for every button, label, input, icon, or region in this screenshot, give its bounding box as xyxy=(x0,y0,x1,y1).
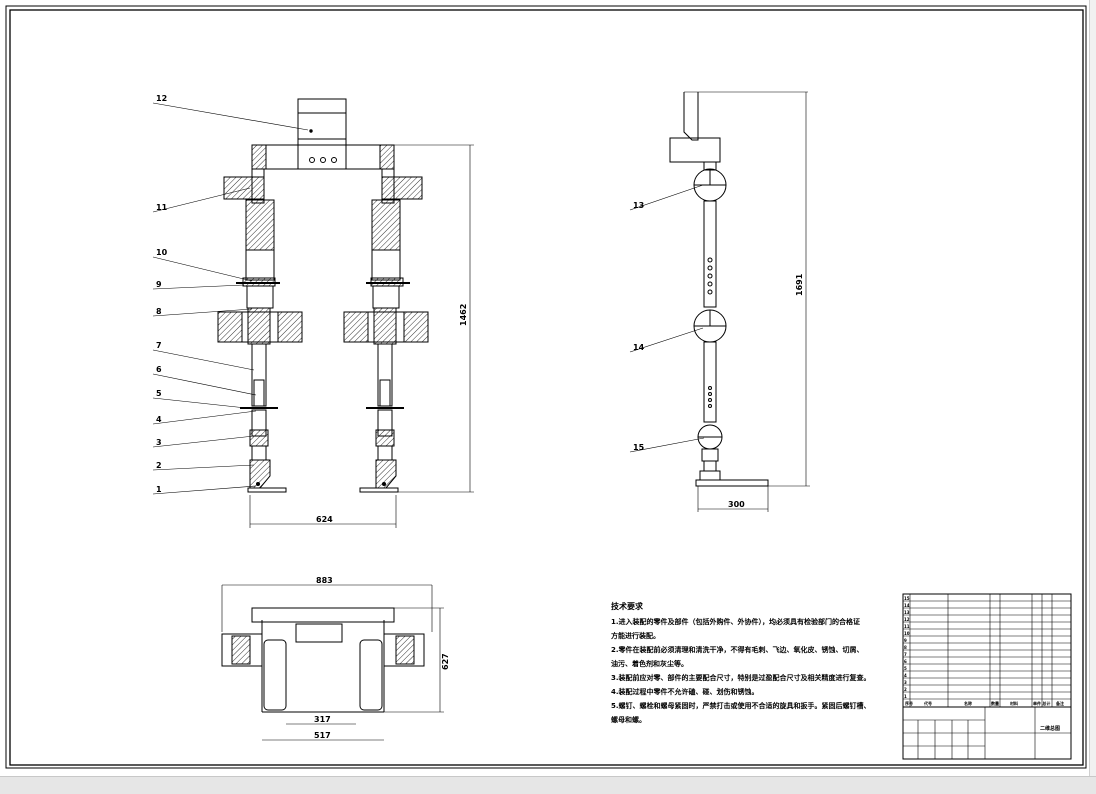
title-block xyxy=(902,593,1072,760)
front-view-part-labels: 12 11 10 9 8 7 6 5 4 3 2 1 624 1462 xyxy=(156,94,468,524)
overall-width-dimension: 883 xyxy=(316,576,333,585)
row-number: 2 xyxy=(904,687,907,692)
title-block-header: 序号 xyxy=(904,700,913,706)
row-number: 10 xyxy=(904,631,910,636)
row-number: 1 xyxy=(904,694,907,699)
part-label: 15 xyxy=(633,443,645,452)
title-block-text: 序号 代号 名称 数量 材料 单件 总计 备注 15 14 13 12 11 1… xyxy=(904,596,1064,732)
height-dimension: 1691 xyxy=(795,273,804,296)
outer-dimension: 517 xyxy=(314,731,331,740)
part-label: 13 xyxy=(633,201,644,210)
row-number: 3 xyxy=(904,680,907,685)
row-number: 9 xyxy=(904,638,907,643)
notes-line: 方能进行装配。 xyxy=(611,631,660,640)
drawing-title: 二维总图 xyxy=(1040,725,1060,732)
outer-frame xyxy=(5,5,1087,769)
title-block-header: 数量 xyxy=(990,700,999,706)
top-view xyxy=(221,584,444,741)
part-label: 6 xyxy=(156,365,162,374)
part-label: 3 xyxy=(156,438,162,447)
depth-dimension: 627 xyxy=(441,653,450,670)
side-view-labels: 13 14 15 300 1691 xyxy=(633,201,804,509)
title-block-header: 备注 xyxy=(1055,700,1064,706)
notes-title: 技术要求 xyxy=(611,601,644,611)
height-dimension: 1462 xyxy=(459,304,468,326)
row-number: 5 xyxy=(904,666,907,671)
notes-line: 5.螺钉、螺栓和螺母紧固时，严禁打击或使用不合适的旋具和扳手。紧固后螺钉槽、 xyxy=(611,701,871,710)
front-view xyxy=(217,98,474,528)
row-number: 13 xyxy=(904,610,910,615)
vertical-scrollbar[interactable] xyxy=(1089,0,1096,776)
part-label: 10 xyxy=(156,248,168,257)
notes-line: 3.装配前应对零、部件的主要配合尺寸，特别是过盈配合尺寸及相关精度进行复查。 xyxy=(611,673,871,682)
width-dimension: 624 xyxy=(316,515,333,524)
notes-line: 1.进入装配的零件及部件（包括外购件、外协件），均必须具有检验部门的合格证 xyxy=(611,617,860,626)
part-label: 4 xyxy=(156,415,162,424)
inner-frame xyxy=(9,9,1084,766)
part-label: 1 xyxy=(156,485,162,494)
row-number: 15 xyxy=(904,596,910,601)
inner-dimension: 317 xyxy=(314,715,331,724)
row-number: 7 xyxy=(904,652,907,657)
part-label: 7 xyxy=(156,341,162,350)
row-number: 6 xyxy=(904,659,907,664)
notes-line: 螺母和螺。 xyxy=(611,715,646,724)
part-label: 12 xyxy=(156,94,167,103)
notes-line: 4.装配过程中零件不允许磕、碰、划伤和锈蚀。 xyxy=(611,687,759,696)
part-label: 9 xyxy=(156,280,162,289)
title-block-header: 材料 xyxy=(1009,700,1018,706)
row-number: 14 xyxy=(904,603,910,608)
base-dimension: 300 xyxy=(728,500,745,509)
side-view xyxy=(669,91,810,512)
part-label: 11 xyxy=(156,203,168,212)
notes-line: 2.零件在装配前必须清理和清洗干净，不得有毛刺、飞边、氧化皮、锈蚀、切屑、 xyxy=(611,645,864,654)
status-bar xyxy=(0,776,1096,794)
technical-notes: 技术要求 1.进入装配的零件及部件（包括外购件、外协件），均必须具有检验部门的合… xyxy=(611,601,871,724)
notes-line: 油污、着色剂和灰尘等。 xyxy=(611,659,688,668)
row-number: 12 xyxy=(904,617,910,622)
part-label: 5 xyxy=(156,389,162,398)
row-number: 8 xyxy=(904,645,907,650)
side-view-leaders xyxy=(629,184,705,453)
front-view-leaders xyxy=(152,102,309,495)
row-number: 4 xyxy=(904,673,907,678)
part-label: 2 xyxy=(156,461,162,470)
title-block-header: 名称 xyxy=(964,700,972,706)
part-label: 8 xyxy=(156,307,162,316)
title-block-header: 代号 xyxy=(923,700,932,706)
title-block-header: 单件 总计 xyxy=(1033,700,1050,706)
row-number: 11 xyxy=(904,624,910,629)
part-label: 14 xyxy=(633,343,645,352)
top-view-labels: 883 627 317 517 xyxy=(314,576,450,740)
